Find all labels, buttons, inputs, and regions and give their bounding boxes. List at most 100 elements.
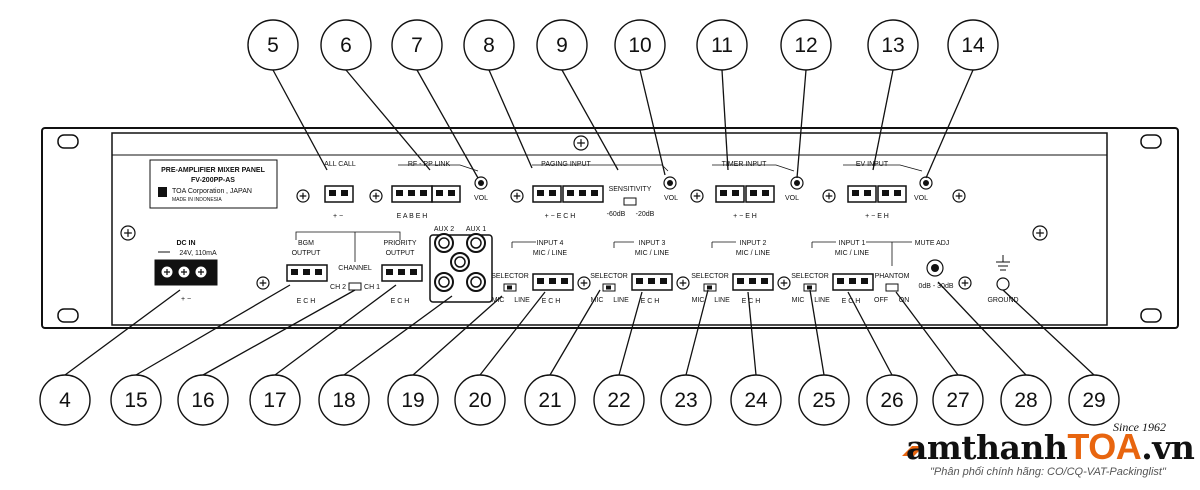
connector-pin bbox=[750, 190, 757, 196]
label-sens-low: -60dB bbox=[607, 211, 626, 218]
callout-circle bbox=[177, 374, 229, 426]
input2-connector[interactable] bbox=[732, 273, 774, 291]
priority-output-connector[interactable] bbox=[381, 264, 423, 282]
connector-pin bbox=[762, 190, 769, 196]
panel-maker: TOA Corporation bbox=[172, 188, 225, 195]
top-connectors bbox=[324, 176, 933, 203]
callout-circle bbox=[932, 374, 984, 426]
aux2-rca-bottom[interactable] bbox=[434, 272, 454, 292]
rca-ring bbox=[470, 276, 482, 288]
rack-ear-slot bbox=[57, 134, 79, 149]
label-timer-input: TIMER INPUT bbox=[722, 161, 767, 168]
label-input1: INPUT 1 bbox=[839, 240, 866, 247]
label-mic: MIC bbox=[692, 297, 705, 304]
rf-pp-link-connector-b[interactable] bbox=[431, 185, 461, 203]
connector-pin bbox=[386, 269, 393, 275]
sensitivity-switch[interactable] bbox=[623, 197, 637, 206]
aux1-rca-top[interactable] bbox=[466, 233, 486, 253]
label-rf-pp-link: RF - PP LINK bbox=[408, 161, 451, 168]
bgm-output-connector[interactable] bbox=[286, 264, 328, 282]
dc-screw-cross bbox=[198, 269, 204, 275]
label-vol-1: VOL bbox=[474, 195, 488, 202]
connector-pin bbox=[861, 278, 868, 284]
label-vol-3: VOL bbox=[785, 195, 799, 202]
screw-cross bbox=[577, 139, 585, 147]
label-input3-ml: MIC / LINE bbox=[635, 250, 670, 257]
dc-screw-cross bbox=[181, 269, 187, 275]
input4-selector-switch[interactable] bbox=[503, 283, 517, 292]
ev-connector-b[interactable] bbox=[877, 185, 907, 203]
label-vol-4: VOL bbox=[914, 195, 928, 202]
label-line: LINE bbox=[714, 297, 730, 304]
timer-connector-b[interactable] bbox=[745, 185, 775, 203]
callout-number: 5 bbox=[267, 34, 279, 57]
connector-pin bbox=[436, 190, 443, 196]
vol-knob-center bbox=[923, 180, 929, 186]
paging-connector-a[interactable] bbox=[532, 185, 562, 203]
connector-pin bbox=[894, 190, 901, 196]
mute-adj-knob[interactable] bbox=[926, 259, 944, 277]
callout-circle bbox=[318, 374, 370, 426]
connector-pin bbox=[882, 190, 889, 196]
connector-pin bbox=[660, 278, 667, 284]
aux-rca-block bbox=[429, 234, 493, 303]
leader-line bbox=[561, 69, 619, 171]
connector-pin bbox=[761, 278, 768, 284]
label-line: LINE bbox=[613, 297, 629, 304]
vol-knob-center bbox=[478, 180, 484, 186]
label-ech: E C H bbox=[842, 298, 861, 305]
input3-selector-switch[interactable] bbox=[602, 283, 616, 292]
phantom-switch[interactable] bbox=[885, 283, 899, 292]
callout-number: 25 bbox=[812, 389, 835, 412]
callout-number: 11 bbox=[711, 34, 733, 57]
ground-symbol-icon bbox=[996, 255, 1010, 271]
all-call-connector[interactable] bbox=[324, 185, 354, 203]
callout-circle bbox=[947, 19, 999, 71]
label-timer-pm-eh: + − E H bbox=[733, 213, 757, 220]
ev-connector-a[interactable] bbox=[847, 185, 877, 203]
selector-slider bbox=[606, 285, 611, 290]
label-mic: MIC bbox=[792, 297, 805, 304]
leader-line bbox=[412, 295, 503, 376]
leader-line bbox=[872, 69, 894, 171]
screw-cross bbox=[372, 192, 380, 200]
connector-pin bbox=[549, 190, 556, 196]
connector-pin bbox=[420, 190, 427, 196]
connector-pin bbox=[737, 278, 744, 284]
rca-center-ring bbox=[454, 256, 466, 268]
rack-inner-frame bbox=[111, 132, 1108, 326]
connector-pin bbox=[329, 190, 336, 196]
callout-circle bbox=[780, 19, 832, 71]
label-paging-input: PAGING INPUT bbox=[541, 161, 591, 168]
connector-pin bbox=[852, 190, 859, 196]
input4-connector[interactable] bbox=[532, 273, 574, 291]
callout-number: 15 bbox=[124, 389, 147, 412]
callout-circle bbox=[866, 374, 918, 426]
callout-number: 8 bbox=[483, 34, 495, 57]
callout-circle bbox=[614, 19, 666, 71]
connector-pin bbox=[720, 190, 727, 196]
callout-circle bbox=[867, 19, 919, 71]
callout-number: 26 bbox=[880, 389, 903, 412]
callout-circle bbox=[1000, 374, 1052, 426]
rack-ear-slot bbox=[1140, 134, 1162, 149]
callout-circle bbox=[730, 374, 782, 426]
leader-line bbox=[135, 284, 291, 376]
paging-connector-b[interactable] bbox=[562, 185, 604, 203]
connector-pin bbox=[341, 190, 348, 196]
leader-line bbox=[895, 291, 959, 376]
callout-circle bbox=[1068, 374, 1120, 426]
connector-pin bbox=[579, 190, 586, 196]
timer-connector-a[interactable] bbox=[715, 185, 745, 203]
input2-selector-switch[interactable] bbox=[703, 283, 717, 292]
input1-connector[interactable] bbox=[832, 273, 874, 291]
callout-number: 7 bbox=[411, 34, 423, 57]
label-selector: SELECTOR bbox=[491, 273, 529, 280]
callout-circle bbox=[110, 374, 162, 426]
input3-connector[interactable] bbox=[631, 273, 673, 291]
rca-center bbox=[450, 252, 470, 272]
panel-made-in: MADE IN INDONESIA bbox=[172, 197, 222, 203]
connector-pin bbox=[448, 190, 455, 196]
aux1-rca-bottom[interactable] bbox=[466, 272, 486, 292]
aux2-rca-top[interactable] bbox=[434, 233, 454, 253]
